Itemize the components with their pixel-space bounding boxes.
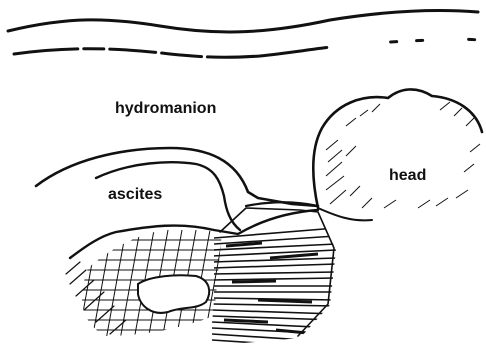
- uterine-wall-line-upper: [8, 10, 478, 32]
- head-chin-line: [318, 208, 372, 220]
- dense-shaded-body: [212, 228, 336, 348]
- fetal-body-contour: [70, 210, 318, 258]
- label-hydromanion: hydromanion: [115, 101, 216, 117]
- label-ascites: ascites: [108, 187, 162, 203]
- fluid-pocket: [138, 275, 209, 313]
- label-head: head: [389, 168, 426, 184]
- uterine-wall-line-lower-dashed: [14, 39, 478, 57]
- lower-left-hatch-strokes: [66, 262, 126, 334]
- head-shading: [326, 102, 480, 208]
- ascites-outer-membrane: [36, 148, 318, 206]
- head-outline: [313, 89, 482, 208]
